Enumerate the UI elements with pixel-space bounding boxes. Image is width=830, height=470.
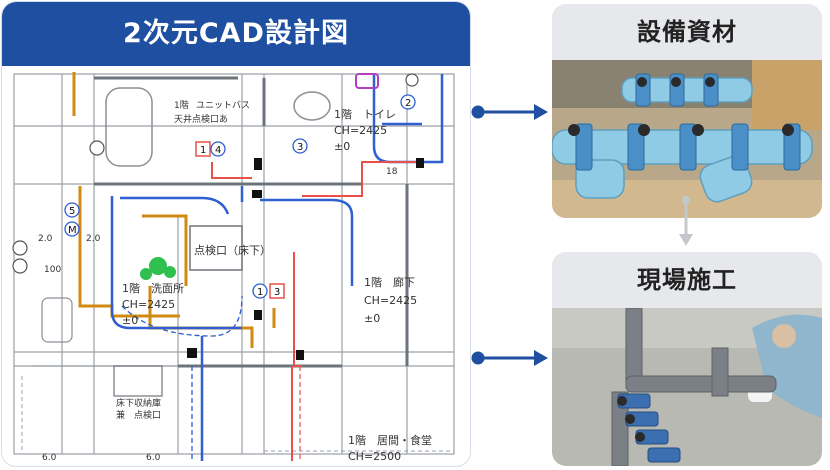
equipment-photo	[552, 60, 822, 218]
cad-drawing-card: 2次元CAD設計図	[2, 2, 470, 466]
hallway-label-2: CH=2425	[364, 294, 417, 307]
washroom-label-3: ±0	[122, 314, 138, 327]
floor-drain-green	[149, 257, 167, 275]
site-photo	[552, 307, 822, 466]
dim-2-0: 2.0	[38, 234, 53, 244]
cad-floor-plan: 1 4 3 2 5 M 1 3 2.0 2.0 100 6.0 6.0 18 1…	[2, 66, 470, 466]
dim-18: 18	[386, 167, 398, 177]
hallway-label-1: 1階 廊下	[364, 275, 415, 289]
hallway-label-3: ±0	[364, 312, 380, 325]
dim-100: 100	[44, 265, 61, 275]
equipment-card: 設備資材	[552, 4, 822, 218]
toilet-ch: CH=2425	[334, 124, 387, 137]
washroom-label-1: 1階 洗面所	[122, 281, 184, 295]
dim-6-0b: 6.0	[146, 453, 161, 463]
toilet-pm: ±0	[334, 140, 350, 153]
cad-card-header: 2次元CAD設計図	[2, 2, 470, 66]
equipment-card-title: 設備資材	[637, 18, 737, 46]
storage-label-1: 床下収納庫	[116, 397, 161, 409]
site-card: 現場施工	[552, 252, 822, 466]
washroom-label-2: CH=2425	[122, 298, 175, 311]
living-label-2: CH=2500	[348, 450, 401, 463]
tag-m: M	[68, 225, 77, 236]
cleanout-box	[189, 225, 243, 271]
dim-6-0: 6.0	[42, 453, 57, 463]
tag-3b: 3	[274, 287, 280, 298]
toilet-label: 1階 トイレ	[334, 107, 396, 121]
arrow-head-2	[534, 350, 548, 366]
tag-1b: 1	[257, 287, 263, 298]
bathtub-symbol	[105, 87, 153, 167]
tag-3: 3	[297, 142, 303, 153]
cad-floor-plan-drawing: 1 4 3 2 5 M 1 3 2.0 2.0 100 6.0 6.0 18 1…	[12, 72, 455, 463]
bath-label-2: ユニットバス	[196, 100, 250, 111]
storage-label-2: 兼 点検口	[116, 409, 161, 421]
cad-card-title: 2次元CAD設計図	[123, 18, 349, 49]
bath-label-1: 1階	[174, 100, 189, 111]
tag-1: 1	[200, 145, 206, 156]
flow-arrows	[471, 104, 548, 366]
cleanout-label: 点検口（床下）	[194, 243, 271, 257]
down-arrow	[679, 196, 693, 246]
tag-4: 4	[215, 145, 221, 156]
hot-water-pipe	[211, 161, 422, 461]
dim-2-0b: 2.0	[86, 234, 101, 244]
bath-label-3: 天井点検口あ	[174, 113, 228, 125]
arrow-head-1	[534, 104, 548, 120]
living-label-1: 1階 居間・食堂	[348, 433, 432, 447]
tag-2: 2	[405, 98, 411, 109]
toilet-symbol	[293, 91, 331, 121]
site-card-title: 現場施工	[637, 266, 737, 294]
equipment-card-header: 設備資材	[552, 4, 822, 60]
tag-5: 5	[69, 206, 75, 217]
site-card-header: 現場施工	[552, 252, 822, 308]
